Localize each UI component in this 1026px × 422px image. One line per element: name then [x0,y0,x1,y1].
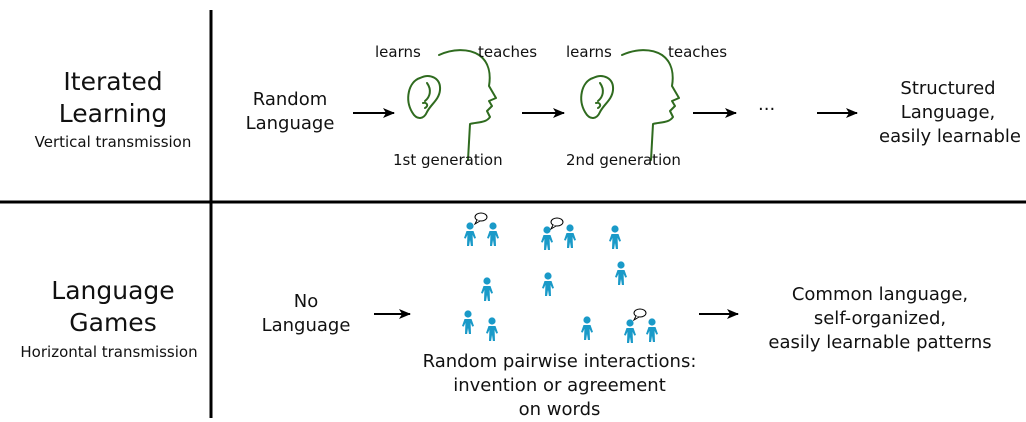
horizontal-transmission-subtitle: Horizontal transmission [20,343,198,361]
gen1-teaches-label: teaches [478,43,538,61]
gen2-label: 2nd generation [566,151,681,169]
person-icon [615,261,627,285]
gen2-teaches-label: teaches [668,43,728,61]
label-line: No [293,291,319,312]
title-line: Language [51,276,175,305]
pairwise-interactions-caption: Random pairwise interactions: invention … [402,350,717,422]
person-icon [486,317,498,341]
person-icon [464,222,476,246]
caption-line: Random pairwise interactions: [422,351,697,372]
gen1-learns-label: learns [375,43,421,61]
no-language-label: No Language [256,290,356,338]
label-line: self-organized, [813,308,947,329]
label-line: Language [245,113,335,134]
gen2-learns-label: learns [566,43,612,61]
label-line: Common language, [791,284,969,305]
label-line: easily learnable patterns [768,332,992,353]
person-icon [487,222,499,246]
person-icon [609,225,621,249]
gen1-label: 1st generation [393,151,503,169]
title-line: Learning [58,99,168,128]
ear-icon-gen1 [407,75,442,119]
language-games-title: Language Games [40,275,186,339]
ear-icon-gen2 [580,75,615,119]
person-icon [564,224,576,248]
person-icon [624,319,636,343]
label-line: Random [252,89,328,110]
title-line: Games [69,308,157,337]
common-language-label: Common language, self-organized, easily … [752,283,1008,355]
vertical-transmission-subtitle: Vertical transmission [34,133,192,151]
label-line: easily learnable [879,126,1021,147]
caption-line: invention or agreement [453,375,666,396]
person-icon [542,272,554,296]
random-language-label: Random Language [235,88,345,136]
person-icon [481,277,493,301]
person-icon [462,310,474,334]
iterated-learning-title: Iterated Learning [50,66,176,130]
person-icon [646,318,658,342]
agents-group [462,222,658,343]
speech-bubble-icon-3 [632,308,647,322]
label-line: Language, [900,102,996,123]
label-line: Structured [900,78,996,99]
title-line: Iterated [63,67,163,96]
person-icon [581,316,593,340]
speech-bubble-icon-2 [549,217,564,231]
person-icon [541,226,553,250]
label-line: Language [261,315,351,336]
speech-bubble-icon-1 [473,212,488,226]
head-profile-icon-gen2 [621,49,680,161]
structured-language-label: Structured Language, easily learnable [870,77,1026,149]
ellipsis: ··· [758,99,776,120]
caption-line: on words [518,399,601,420]
head-profile-icon-gen1 [438,49,497,161]
